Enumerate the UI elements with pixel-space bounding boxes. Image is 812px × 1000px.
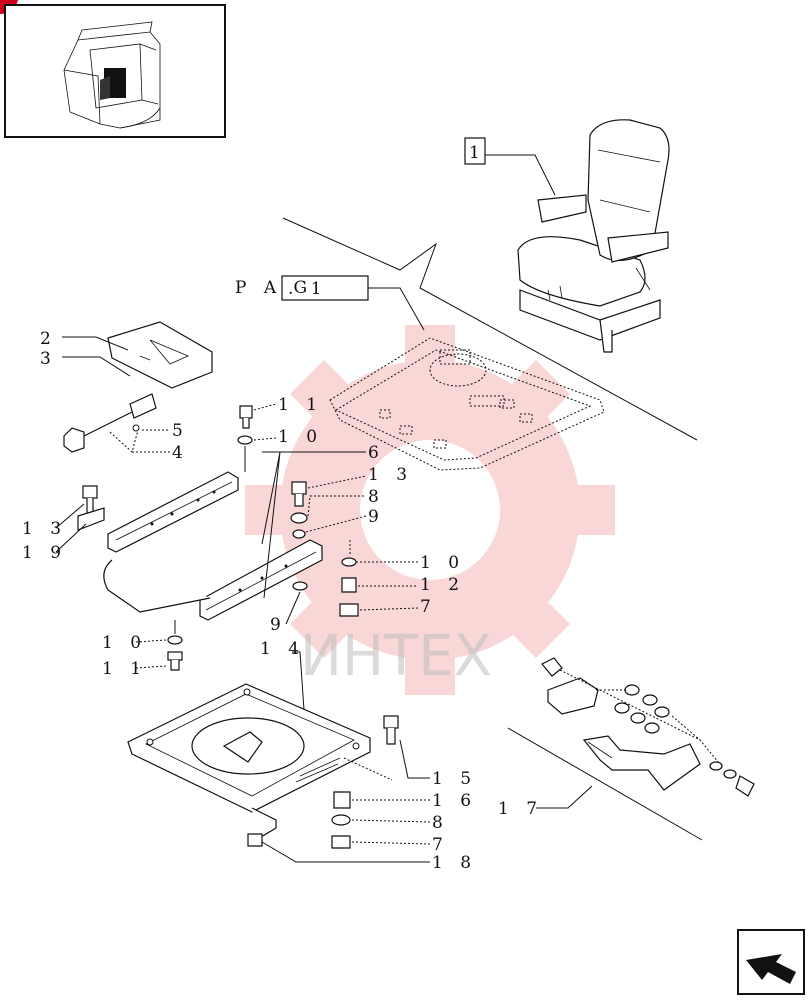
washer-10-lower[interactable] bbox=[167, 635, 183, 645]
callout-16: 1 6 bbox=[432, 791, 477, 811]
seat-base-plate[interactable] bbox=[329, 337, 605, 471]
release-lever-18[interactable] bbox=[247, 807, 277, 847]
callout-6: 6 bbox=[368, 443, 385, 463]
slide-rail-upper[interactable] bbox=[107, 471, 239, 553]
callout-2: 2 bbox=[40, 329, 57, 349]
callout-9a: 9 bbox=[368, 507, 385, 527]
washer-8-upper[interactable] bbox=[290, 512, 308, 524]
callout-15: 1 5 bbox=[432, 769, 477, 789]
release-bar[interactable] bbox=[103, 559, 211, 613]
bolt-15[interactable] bbox=[383, 715, 399, 745]
seat-ref-number: 1 bbox=[469, 143, 486, 163]
callout-19: 1 9 bbox=[22, 543, 67, 563]
watermark-text: ИНТЕХ bbox=[300, 624, 492, 689]
spacer-12[interactable] bbox=[341, 577, 357, 593]
slide-rail-lower[interactable] bbox=[199, 539, 323, 621]
spacer-16[interactable] bbox=[333, 791, 351, 809]
washer-10-upper[interactable] bbox=[237, 435, 253, 445]
swivel-plate[interactable] bbox=[127, 683, 371, 813]
nut-7-lower[interactable] bbox=[331, 835, 351, 849]
callout-12: 1 2 bbox=[420, 575, 465, 595]
page-reference[interactable]: P A G . 1 bbox=[235, 275, 425, 331]
callout-8b: 8 bbox=[432, 813, 449, 833]
callout-8a: 8 bbox=[368, 487, 385, 507]
callout-10b: 1 0 bbox=[420, 553, 465, 573]
nut-7-upper[interactable] bbox=[339, 603, 359, 617]
callout-11a: 1 1 bbox=[278, 395, 323, 415]
pag-prefix: P A G bbox=[235, 278, 313, 298]
washer-9-upper[interactable] bbox=[292, 529, 306, 539]
cushion-cover[interactable] bbox=[107, 321, 213, 389]
next-page-arrow-icon[interactable] bbox=[737, 929, 805, 995]
bolt-11-lower[interactable] bbox=[167, 651, 183, 671]
callout-4: 4 bbox=[172, 443, 189, 463]
callout-labels: 2 3 5 4 1 1 1 0 6 1 3 8 9 1 3 1 9 1 0 1 … bbox=[22, 329, 593, 873]
seat-assembly[interactable] bbox=[517, 119, 670, 353]
callout-17: 1 7 bbox=[498, 799, 543, 819]
callout-13a: 1 3 bbox=[368, 465, 413, 485]
adjust-knob[interactable] bbox=[63, 393, 157, 453]
cab-thumbnail[interactable] bbox=[4, 4, 226, 138]
washer-8-lower[interactable] bbox=[331, 814, 351, 826]
seat-ref-box[interactable]: 1 bbox=[464, 137, 556, 196]
washer-9-lower[interactable] bbox=[292, 581, 308, 591]
callout-5: 5 bbox=[172, 421, 189, 441]
bolt-13-left[interactable] bbox=[77, 485, 105, 531]
pag-number: . 1 bbox=[288, 279, 328, 299]
callout-3: 3 bbox=[40, 349, 57, 369]
callout-13b: 1 3 bbox=[22, 519, 67, 539]
callout-14: 1 4 bbox=[260, 639, 305, 659]
callout-7a: 7 bbox=[420, 597, 437, 617]
callout-7b: 7 bbox=[432, 835, 449, 855]
belt-group-line bbox=[507, 727, 703, 841]
callout-9b: 9 bbox=[270, 615, 287, 635]
seat-belt-assembly[interactable] bbox=[541, 657, 755, 797]
bolt-11-upper[interactable] bbox=[239, 405, 253, 429]
separator-line bbox=[282, 217, 698, 441]
callout-18: 1 8 bbox=[432, 853, 477, 873]
washer-10-right[interactable] bbox=[341, 557, 357, 567]
callout-10c: 1 0 bbox=[102, 633, 147, 653]
callout-11b: 1 1 bbox=[102, 659, 147, 679]
callout-10a: 1 0 bbox=[278, 427, 323, 447]
bolt-13-right[interactable] bbox=[291, 481, 307, 507]
